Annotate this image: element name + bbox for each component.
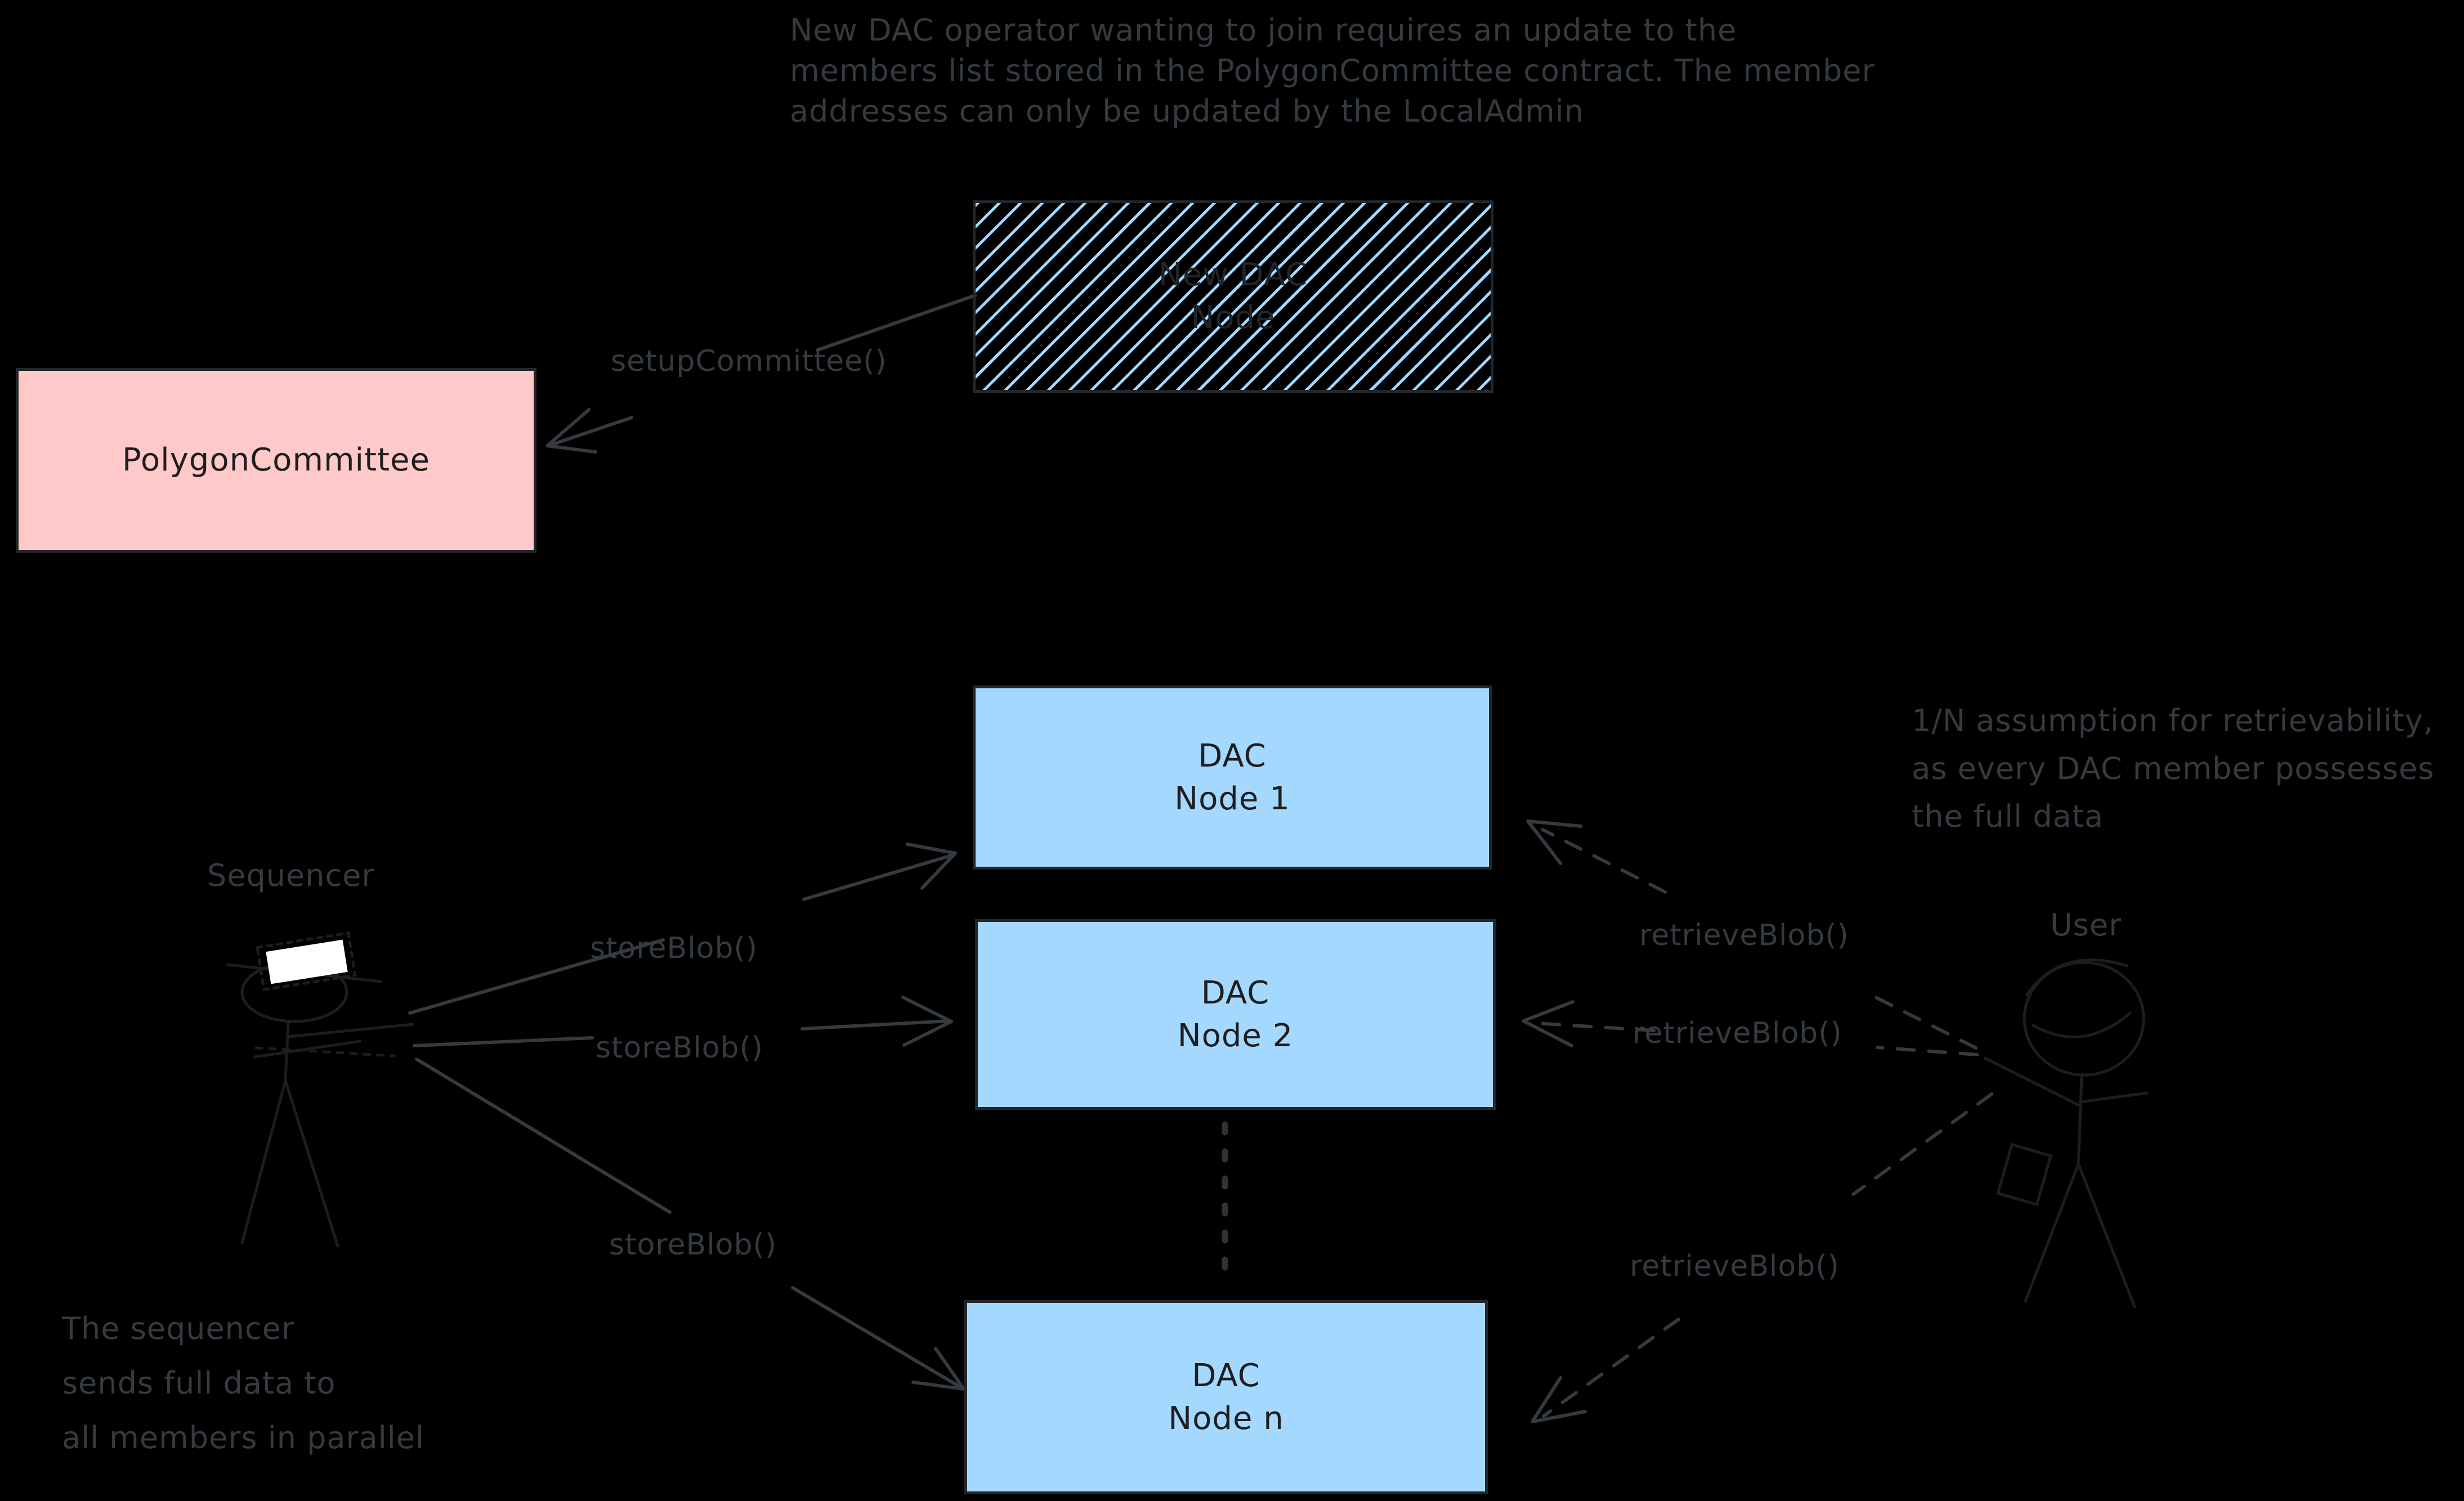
store-blob-label-1: storeBlob() [590, 931, 758, 965]
retrieve-blob-label-2: retrieveBlob() [1633, 1016, 1843, 1050]
retrieve-blob-arrow-noden [1531, 1092, 1993, 1423]
retrieve-blob-label-3: retrieveBlob() [1630, 1249, 1840, 1283]
dac-node-n-box: DAC Node n [964, 1300, 1488, 1494]
top-note: New DAC operator wanting to join require… [790, 12, 1875, 129]
sequencer-hat-icon [266, 939, 348, 984]
sequencer-note: The sequencer sends full data to all mem… [62, 1311, 424, 1455]
retrievability-note: 1/N assumption for retrievability, as ev… [1912, 703, 2435, 834]
dac-node-1-box: DAC Node 1 [973, 685, 1492, 870]
store-blob-label-2: storeBlob() [596, 1031, 764, 1065]
dac-node-2-box: DAC Node 2 [975, 919, 1496, 1110]
sequencer-label: Sequencer [207, 858, 375, 893]
retrieve-blob-arrow-node2 [1522, 1000, 1979, 1056]
store-blob-arrow-node2 [413, 996, 953, 1047]
retrieve-blob-arrow-node1 [1526, 819, 1978, 1050]
store-blob-label-3: storeBlob() [609, 1228, 777, 1262]
sequencer-figure [226, 931, 414, 1248]
store-blob-arrow-noden [415, 1058, 965, 1391]
new-dac-node-box: New DAC Node [973, 200, 1493, 393]
user-figure [1983, 958, 2149, 1309]
setup-committee-label: setupCommittee() [611, 344, 887, 378]
retrieve-blob-label-1: retrieveBlob() [1639, 918, 1849, 952]
store-blob-arrow-node1 [408, 843, 957, 1015]
setup-committee-arrow [545, 294, 977, 454]
polygon-committee-box: PolygonCommittee [16, 368, 536, 553]
user-label: User [2050, 907, 2122, 943]
